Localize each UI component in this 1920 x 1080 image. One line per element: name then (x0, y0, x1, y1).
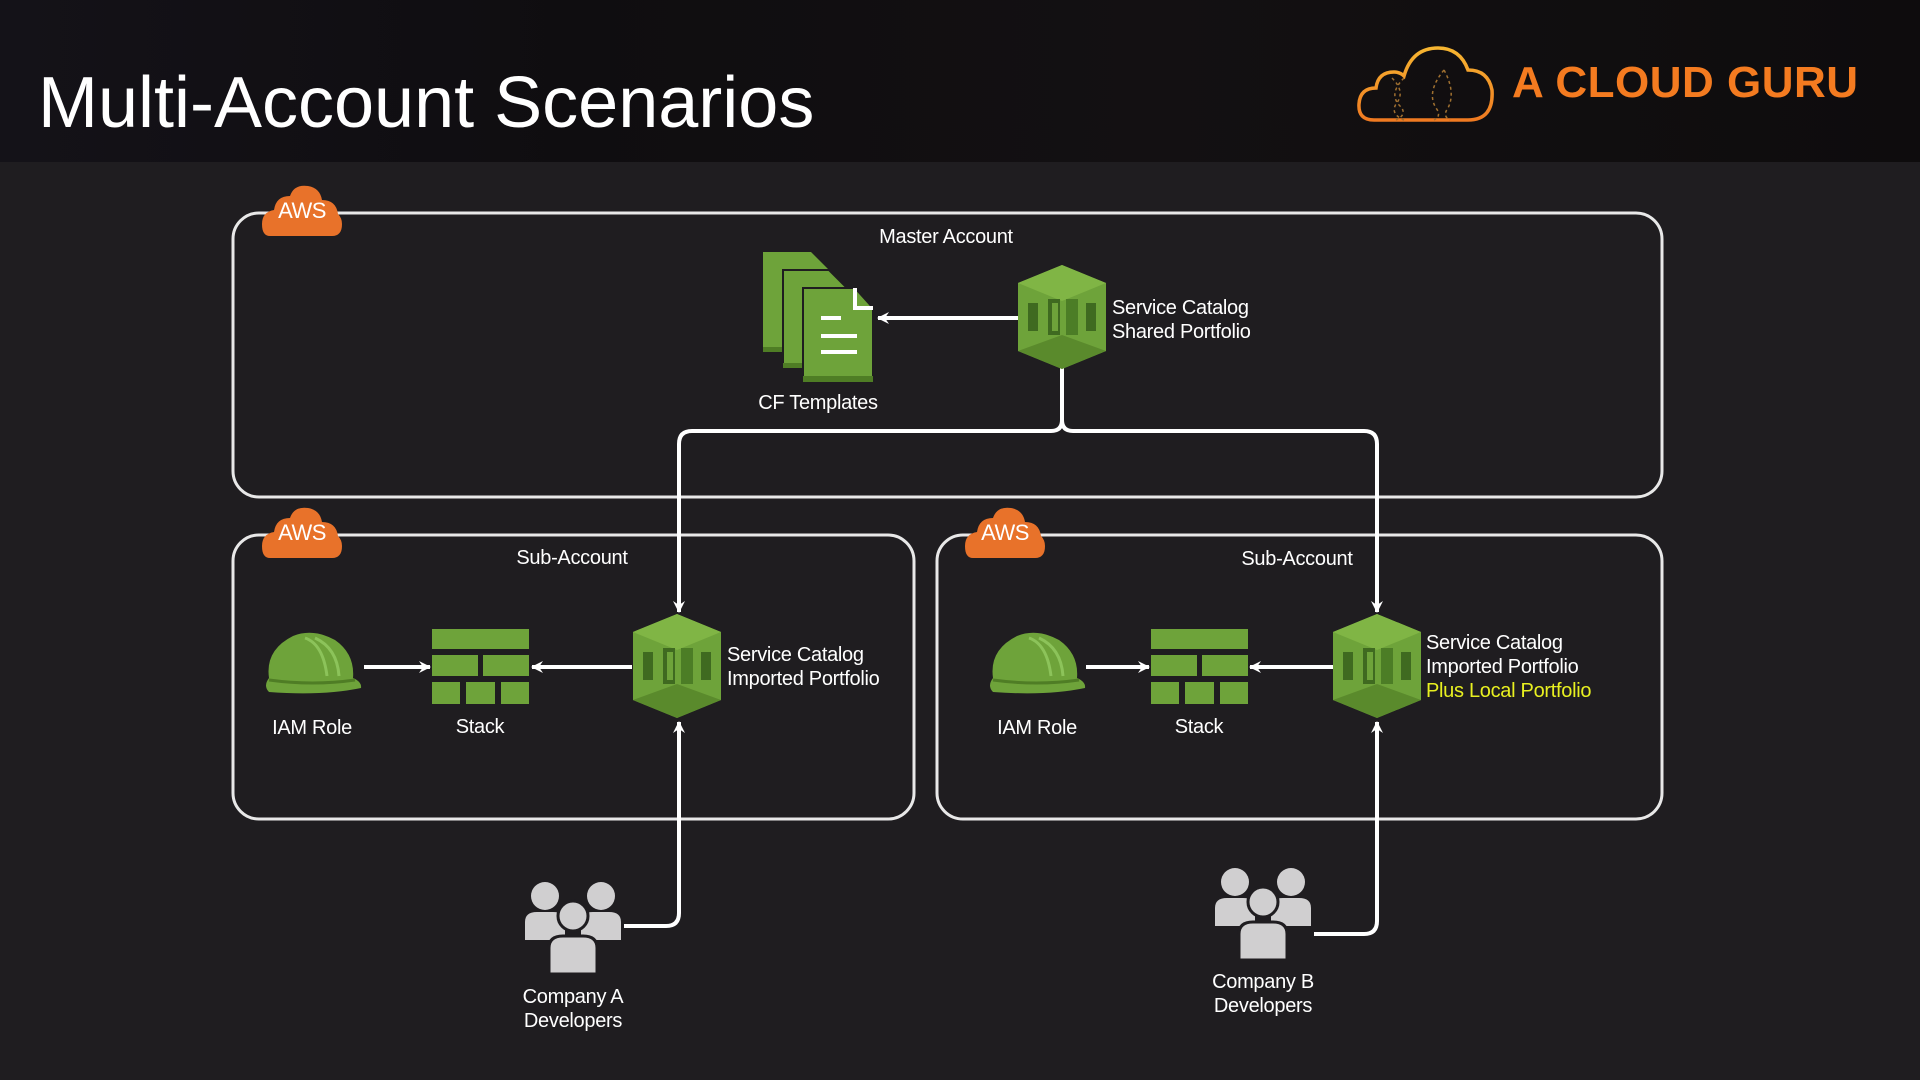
sub-account-a-box (231, 533, 916, 821)
company-b-developers-line1: Company B (1212, 971, 1314, 993)
aws-cloud-icon (262, 507, 342, 558)
aws-badge-master: AWS (262, 184, 342, 236)
aws-badge-label: AWS (278, 198, 326, 223)
arrow-shared-to-sub-b (1060, 419, 1383, 613)
company-a-developers-line1: Company A (522, 986, 624, 1008)
shared-portfolio-label-line1: Service Catalog (1112, 297, 1249, 319)
service-catalog-shared-icon (1018, 265, 1106, 369)
sub-account-a-label: Sub-Account (516, 547, 628, 569)
sub-account-b-box (935, 533, 1664, 821)
stack-a-icon (432, 629, 529, 704)
company-b-developers-line2: Developers (1213, 995, 1313, 1017)
sub-account-b-label: Sub-Account (1241, 548, 1353, 570)
service-catalog-imported-a-icon (633, 614, 721, 718)
aws-badge-sub-a: AWS (262, 506, 342, 558)
slide-header (0, 0, 1920, 162)
company-b-developers-icon (1213, 866, 1313, 962)
aws-badge-label: AWS (278, 520, 326, 545)
stack-a-label: Stack (455, 716, 505, 738)
stack-b-label: Stack (1174, 716, 1224, 738)
aws-cloud-icon (965, 507, 1045, 558)
company-a-developers-line2: Developers (523, 1010, 623, 1032)
master-account-label: Master Account (879, 226, 1013, 248)
imported-portfolio-a-line2: Imported Portfolio (727, 668, 880, 690)
imported-portfolio-a-line1: Service Catalog (727, 644, 864, 666)
master-account-box (231, 211, 1664, 499)
local-portfolio-highlight: Plus Local Portfolio (1426, 680, 1592, 702)
arrow-devs-b-to-catalog (1314, 721, 1383, 936)
company-a-developers-icon (523, 880, 623, 976)
iam-role-b-label: IAM Role (997, 717, 1077, 739)
iam-role-a-label: IAM Role (272, 717, 352, 739)
aws-badge-sub-b: AWS (965, 506, 1045, 558)
arrow-devs-a-to-catalog (624, 721, 685, 928)
shared-portfolio-label-line2: Shared Portfolio (1112, 321, 1251, 343)
brand-name: A CLOUD GURU (1512, 58, 1859, 107)
cf-templates-label: CF Templates (758, 392, 878, 414)
cf-templates-icon (763, 252, 874, 383)
acloudguru-logo-icon (1357, 46, 1494, 122)
service-catalog-imported-b-icon (1333, 614, 1421, 718)
iam-role-b-hardhat-icon (988, 631, 1087, 695)
imported-portfolio-b-line1: Service Catalog (1426, 632, 1563, 654)
aws-badge-label: AWS (981, 520, 1029, 545)
imported-portfolio-b-line2: Imported Portfolio (1426, 656, 1579, 678)
slide-title: Multi-Account Scenarios (38, 63, 815, 143)
stack-b-icon (1151, 629, 1248, 704)
iam-role-a-hardhat-icon (264, 631, 363, 695)
aws-cloud-icon (262, 185, 342, 236)
